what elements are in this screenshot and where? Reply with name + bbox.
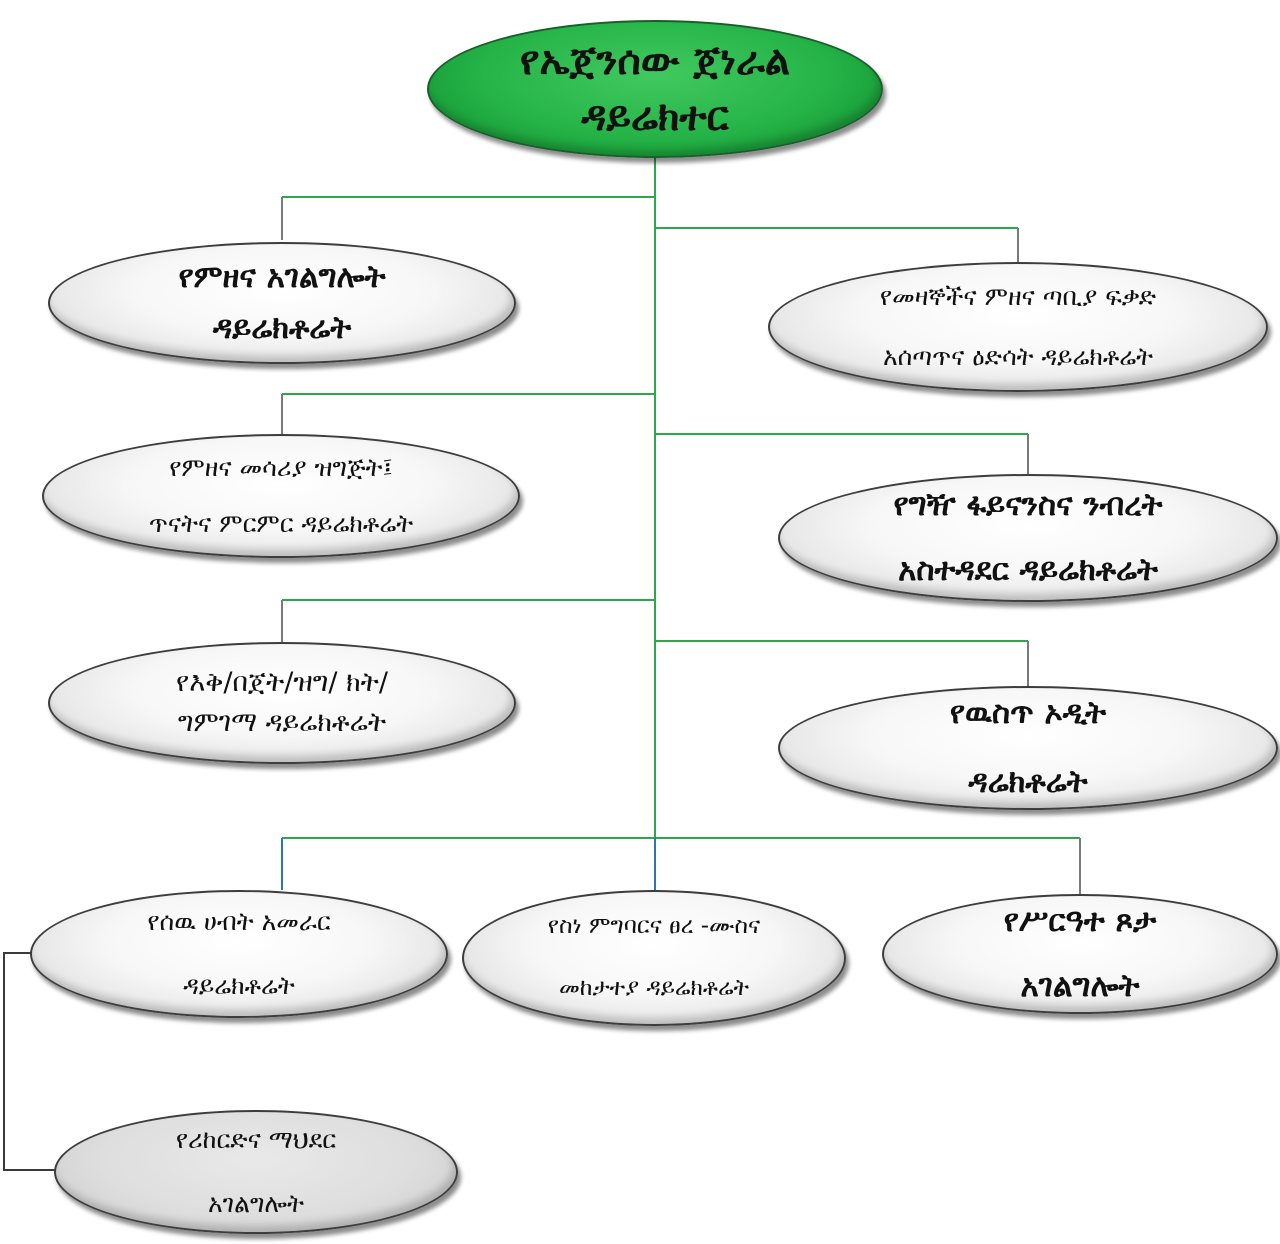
- node-gender-service-line1: የሥርዓተ ጾታ: [1003, 902, 1157, 939]
- node-records-archives-line2: አገልግሎት: [208, 1189, 304, 1218]
- node-assessors-license-line1: የመዛኞችና ምዘና ጣቢያ ፍቃድ: [879, 282, 1157, 311]
- node-planning-budget-evaluation-line2: ግምገማ ዳይሬክቶሬት: [177, 707, 387, 738]
- node-procurement-finance-line2: አስተዳደር ዳይሬክቶሬት: [898, 552, 1158, 588]
- node-human-resources[interactable]: የሰዉ ሀብት አመራር ዳይሬክቶሬት: [30, 890, 448, 1018]
- node-human-resources-line1: የሰዉ ሀብት አመራር: [147, 907, 331, 936]
- node-gender-service[interactable]: የሥርዓተ ጾታ አገልግሎት: [882, 894, 1278, 1014]
- node-assessment-service-line1: የምዘና አገልግሎት: [178, 258, 386, 295]
- node-assessment-service[interactable]: የምዘና አገልግሎት ዳይሬክቶሬት: [48, 242, 516, 364]
- node-internal-audit[interactable]: የዉስጥ ኦዲት ዳሬክቶሬት: [778, 686, 1278, 810]
- node-assessors-license[interactable]: የመዛኞችና ምዘና ጣቢያ ፍቃድ አሰጣጥና ዕድሳት ዳይሬክቶሬት: [768, 262, 1268, 392]
- root-node-general-director[interactable]: የኤጀንሰው ጀነራል ዳይሬክተር: [427, 20, 883, 158]
- node-planning-budget-evaluation-line1: የእቅ/በጀት/ዝግ/ ክት/: [176, 666, 388, 698]
- node-ethics-anticorruption[interactable]: የስነ ምግባርና ፀረ -ሙስና መከታተያ ዳይሬክቶሬት: [462, 890, 846, 1026]
- node-internal-audit-line2: ዳሬክቶሬት: [968, 764, 1088, 800]
- node-planning-budget-evaluation[interactable]: የእቅ/በጀት/ዝግ/ ክት/ ግምገማ ዳይሬክቶሬት: [48, 642, 516, 764]
- node-assessment-tools-research[interactable]: የምዘና መሳሪያ ዝግጅት፤ ጥናትና ምርምር ዳይሬክቶሬት: [42, 434, 520, 558]
- node-human-resources-line2: ዳይሬክቶሬት: [183, 971, 295, 1000]
- root-node-line2: ዳይሬክተር: [581, 94, 729, 140]
- node-procurement-finance-line1: የግዥ ፋይናንስና ንብረት: [893, 486, 1163, 523]
- node-assessment-service-line2: ዳይሬክቶሬት: [212, 310, 352, 346]
- node-records-archives[interactable]: የሪከርድና ማህደር አገልግሎት: [54, 1110, 458, 1234]
- node-assessment-tools-research-line1: የምዘና መሳሪያ ዝግጅት፤: [169, 453, 393, 482]
- root-node-line1: የኤጀንሰው ጀነራል: [519, 38, 791, 84]
- node-records-archives-line1: የሪከርድና ማህደር: [175, 1125, 337, 1154]
- node-procurement-finance[interactable]: የግዥ ፋይናንስና ንብረት አስተዳደር ዳይሬክቶሬት: [778, 474, 1278, 602]
- node-assessment-tools-research-line2: ጥናትና ምርምር ዳይሬክቶሬት: [148, 509, 414, 538]
- node-gender-service-line2: አገልግሎት: [1020, 968, 1140, 1004]
- node-internal-audit-line1: የዉስጥ ኦዲት: [949, 694, 1107, 731]
- node-ethics-anticorruption-line1: የስነ ምግባርና ፀረ -ሙስና: [547, 913, 761, 940]
- node-assessors-license-line2: አሰጣጥና ዕድሳት ዳይሬክቶሬት: [882, 342, 1154, 371]
- node-ethics-anticorruption-line2: መከታተያ ዳይሬክቶሬት: [558, 975, 750, 1001]
